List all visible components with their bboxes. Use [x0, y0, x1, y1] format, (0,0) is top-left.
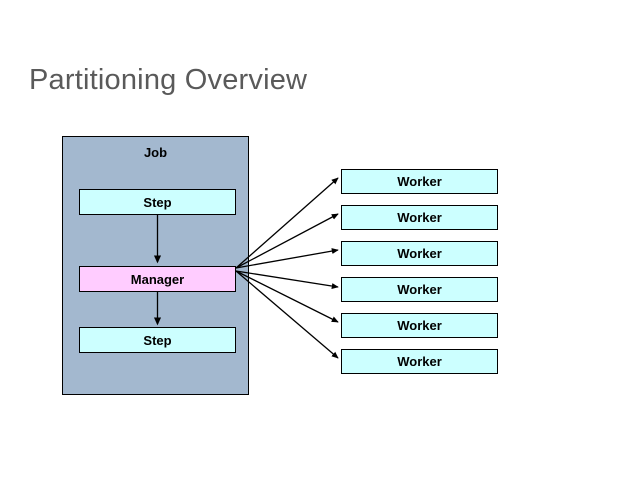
arrow-manager-to-worker-6 — [235, 270, 339, 359]
arrow-manager-to-worker-3 — [235, 248, 339, 269]
arrow-manager-to-worker-5 — [235, 270, 339, 323]
node-manager[interactable]: Manager — [79, 266, 236, 292]
node-step-1-label: Step — [143, 194, 172, 210]
worker-box-4-label: Worker — [397, 282, 442, 297]
worker-box-4[interactable]: Worker — [341, 277, 498, 302]
arrow-manager-to-worker-1 — [235, 177, 339, 269]
page-title: Partitioning Overview — [29, 64, 308, 96]
worker-box-3-label: Worker — [397, 246, 442, 261]
worker-box-6[interactable]: Worker — [341, 349, 498, 374]
worker-box-5-label: Worker — [397, 318, 442, 333]
job-container[interactable]: Job Step Manager Step — [62, 136, 249, 395]
arrow-manager-to-worker-2 — [235, 213, 339, 269]
worker-box-3[interactable]: Worker — [341, 241, 498, 266]
worker-box-2-label: Worker — [397, 210, 442, 225]
worker-box-1[interactable]: Worker — [341, 169, 498, 194]
worker-box-2[interactable]: Worker — [341, 205, 498, 230]
node-step-1[interactable]: Step — [79, 189, 236, 215]
node-step-2[interactable]: Step — [79, 327, 236, 353]
job-label: Job — [143, 145, 168, 160]
worker-box-6-label: Worker — [397, 354, 442, 369]
worker-box-5[interactable]: Worker — [341, 313, 498, 338]
worker-box-1-label: Worker — [397, 174, 442, 189]
node-manager-label: Manager — [130, 271, 185, 287]
arrow-manager-to-worker-4 — [235, 270, 339, 290]
node-step-2-label: Step — [143, 332, 172, 348]
